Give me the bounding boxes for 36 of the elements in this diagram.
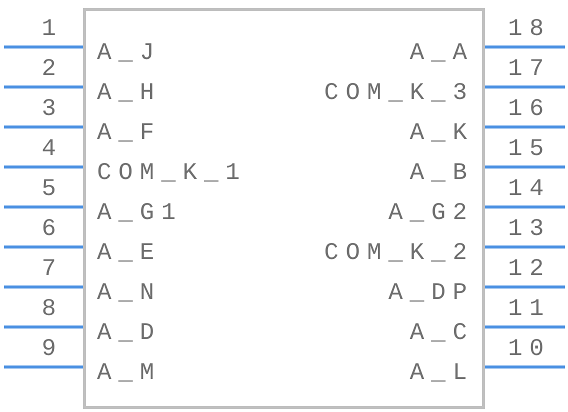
pin-label: A_A [410,41,474,67]
pin-label: A_K [410,121,474,147]
pin-label: A_N [97,281,162,307]
pin-label: COM_K_3 [324,81,474,107]
pin-label: A_J [97,41,162,67]
pin-number: 10 [508,337,551,363]
pin-number: 5 [42,177,63,203]
pin-number: 7 [42,257,63,283]
pin-label: A_C [410,321,474,347]
pin-label: A_G2 [388,201,474,227]
pin-label: A_D [97,321,162,347]
pin-label: A_M [97,361,162,387]
pin-number: 1 [42,17,63,43]
pin-number: 6 [42,217,63,243]
pin-number: 18 [508,17,551,43]
pin-label: A_L [410,361,474,387]
pin-label: COM_K_1 [97,161,247,187]
pin-label: A_F [97,121,162,147]
pin-number: 16 [508,97,551,123]
pin-number: 3 [42,97,63,123]
pin-label: A_E [97,241,162,267]
pin-number: 11 [508,297,551,323]
pin-label: A_DP [388,281,474,307]
pin-label: COM_K_2 [324,241,474,267]
pin-number: 2 [42,57,63,83]
pin-number: 12 [508,257,551,283]
pin-number: 4 [42,137,63,163]
pin-number: 9 [42,337,63,363]
pin-label: A_H [97,81,162,107]
pin-number: 13 [508,217,551,243]
pin-number: 17 [508,57,551,83]
pin-label: A_G1 [97,201,183,227]
pin-number: 14 [508,177,551,203]
pin-number: 15 [508,137,551,163]
pin-label: A_B [410,161,474,187]
pin-number: 8 [42,297,63,323]
